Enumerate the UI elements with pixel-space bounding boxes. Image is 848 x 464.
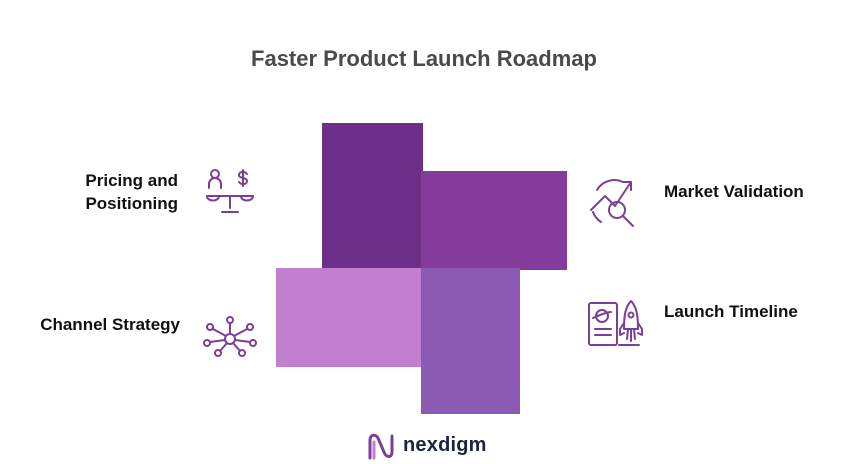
- page-title: Faster Product Launch Roadmap: [251, 46, 597, 71]
- block-market-validation: [421, 171, 567, 270]
- label-channel-strategy: Channel Strategy: [40, 315, 180, 334]
- balance-scale-dollar-icon: [206, 169, 254, 213]
- block-channel-strategy: [276, 268, 423, 367]
- network-hub-icon: [203, 316, 257, 357]
- block-pricing: [322, 123, 423, 270]
- label-pricing-positioning: Pricing and Positioning: [18, 169, 178, 215]
- label-pricing-line2: Positioning: [85, 194, 178, 213]
- brand-name: nexdigm: [403, 434, 487, 456]
- block-launch-timeline: [421, 268, 520, 414]
- rocket-board-icon: [588, 300, 643, 346]
- chart-magnifier-icon: [590, 179, 634, 227]
- label-launch-timeline: Launch Timeline: [664, 302, 798, 321]
- label-market-validation: Market Validation: [664, 182, 804, 201]
- label-pricing-line1: Pricing and: [85, 171, 178, 190]
- nexdigm-logo-icon: [368, 433, 394, 460]
